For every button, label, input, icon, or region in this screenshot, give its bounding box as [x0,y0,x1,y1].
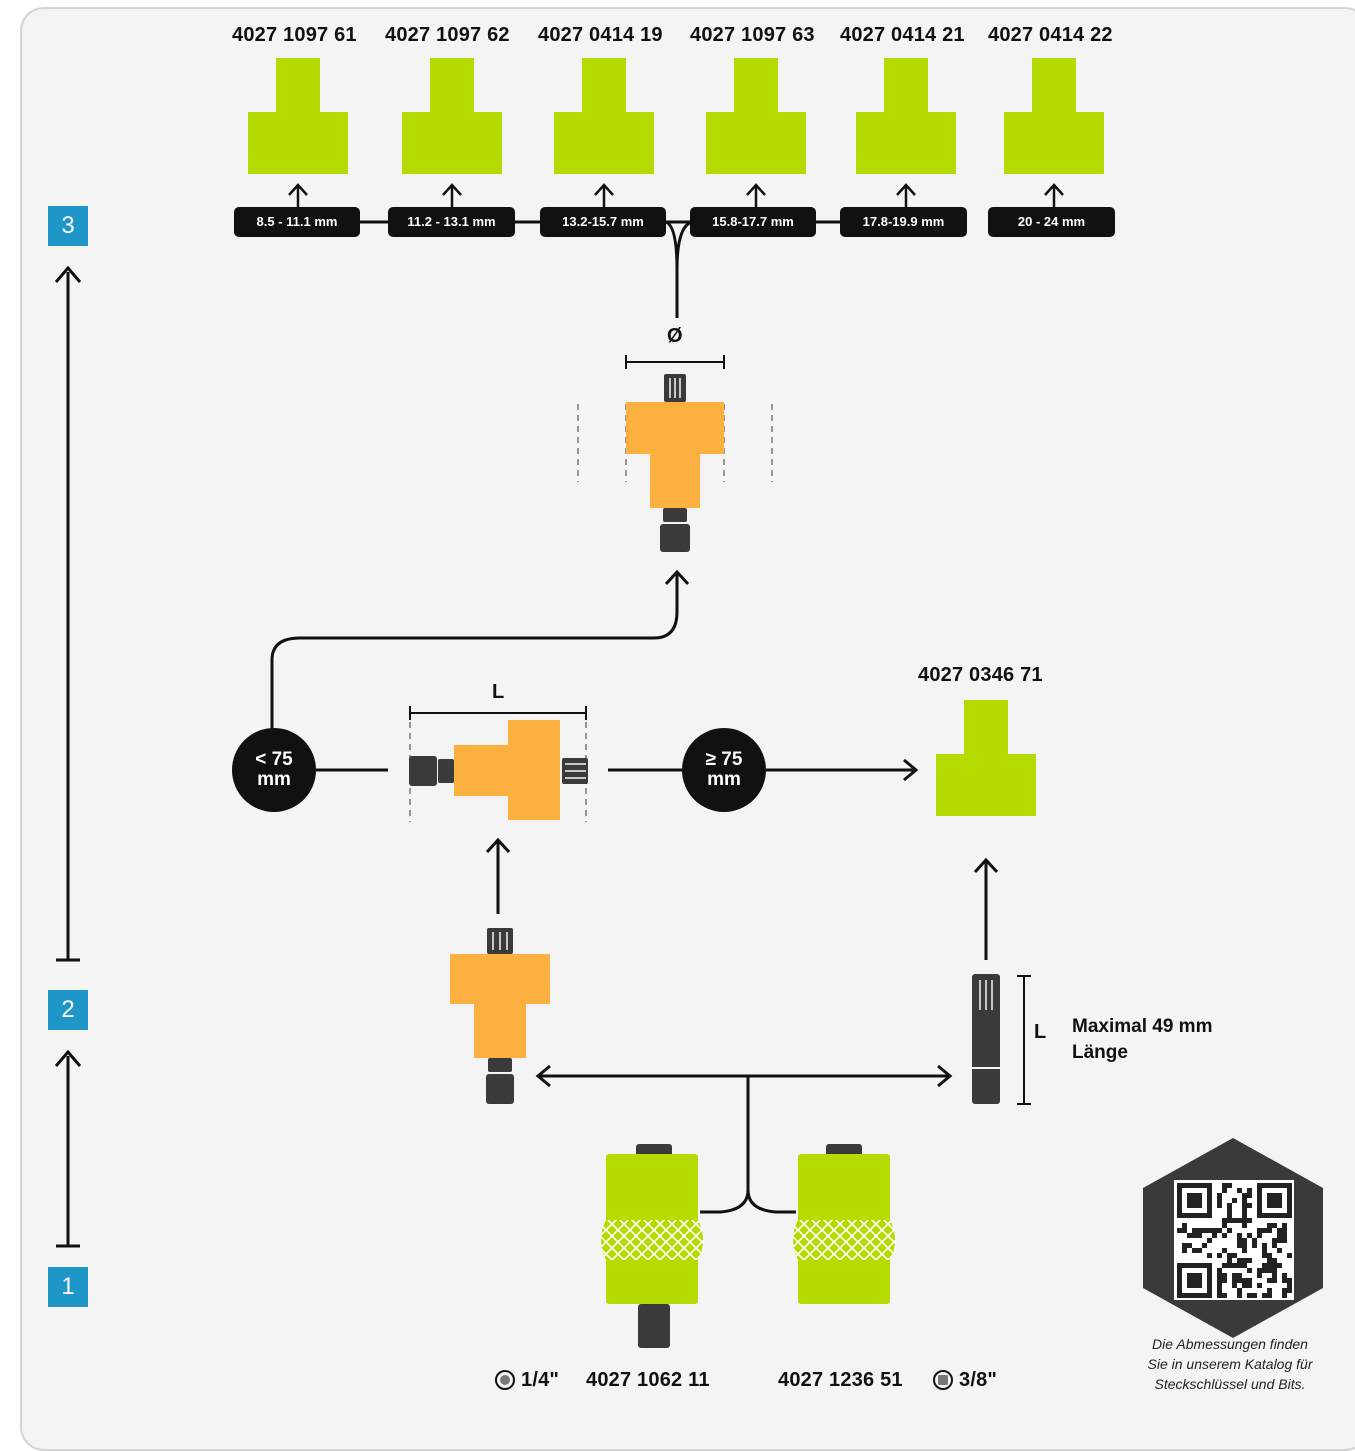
adapter-quarter [601,1144,703,1348]
small-length-path [270,569,690,730]
right-product-article: 4027 0346 71 [918,664,1043,686]
adapter-2-drive: 3/8" [959,1369,998,1391]
diameter-dimension [625,355,725,369]
bit-length-label: L [1034,1021,1047,1043]
range-pill-1: 8.5 - 11.1 mm [234,207,360,237]
bit-length-dimension [1017,975,1031,1105]
less-than-75-unit: mm [257,769,291,790]
step-axis [54,265,82,1248]
catalog-note-line3: Steckschlüssel und Bits. [1154,1376,1306,1392]
bit [972,974,1000,1104]
catalog-note-line1: Die Abmessungen finden [1152,1336,1308,1352]
top-holder-1 [248,58,348,174]
top-article-6: 4027 0414 22 [988,24,1113,46]
top-holder-row [248,58,1104,174]
step-badge-1: 1 [48,1267,88,1307]
length-dimension [409,706,587,720]
orange-holder-lower [450,928,550,1104]
step-badge-3: 3 [48,206,88,246]
top-article-3: 4027 0414 19 [538,24,663,46]
range-pill-6: 20 - 24 mm [988,207,1115,237]
adapter-1-article: 4027 1062 11 [586,1369,710,1391]
top-holder-6 [1004,58,1104,174]
range-pill-5: 17.8-19.9 mm [840,207,967,237]
less-than-75-value: < 75 [255,749,293,770]
length-label: L [492,681,505,703]
quarter-drive-icon [495,1370,515,1390]
orange-holder-horizontal [409,720,588,820]
greater-equal-75-unit: mm [707,769,741,790]
adapter-1-drive: 1/4" [521,1369,560,1391]
step-badge-2: 2 [48,990,88,1030]
top-article-2: 4027 1097 62 [385,24,510,46]
bit-max-length-line2: Länge [1072,1042,1128,1063]
diameter-label: Ø [667,325,683,347]
range-connectors [360,220,842,318]
top-article-4: 4027 1097 63 [690,24,815,46]
top-article-5: 4027 0414 21 [840,24,965,46]
bit-to-holder-arrow [973,857,999,960]
three-eighths-drive-icon [933,1370,953,1390]
range-pill-2: 11.2 - 13.1 mm [388,207,515,237]
adapter-to-holder-arrow [485,837,511,914]
greater-equal-75-value: ≥ 75 [705,749,743,770]
adapter-links [535,1064,953,1214]
decision-lines [316,758,919,782]
top-holder-2 [402,58,502,174]
greater-equal-75-badge: ≥ 75 mm [682,728,766,812]
catalog-note: Die Abmessungen finden Sie in unserem Ka… [1115,1334,1345,1394]
adapter-2-article: 4027 1236 51 [778,1369,903,1391]
top-holder-4 [706,58,806,174]
orange-holder-vertical [626,374,724,552]
top-article-1: 4027 1097 61 [232,24,357,46]
top-holder-5 [856,58,956,174]
right-green-holder [936,700,1036,816]
catalog-note-line2: Sie in unserem Katalog für [1147,1356,1313,1372]
qr-badge [1143,1138,1323,1338]
range-pill-4: 15.8-17.7 mm [690,207,816,237]
range-pill-3: 13.2-15.7 mm [540,207,666,237]
bit-max-length-text: Maximal 49 mm Länge [1072,1014,1212,1066]
top-holder-3 [554,58,654,174]
adapter-three-eighths [793,1144,895,1304]
range-arrows [288,183,1064,208]
bit-max-length-line1: Maximal 49 mm [1072,1016,1213,1037]
less-than-75-badge: < 75 mm [232,728,316,812]
